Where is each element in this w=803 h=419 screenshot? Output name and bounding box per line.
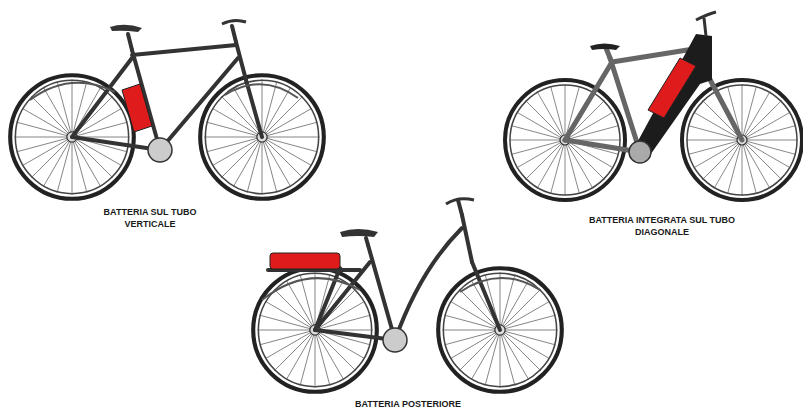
caption-label: BATTERIA POSTERIORE (328, 398, 488, 410)
caption-label: BATTERIA INTEGRATA SUL TUBO DIAGONALE (587, 214, 737, 238)
bike-down-tube-battery (505, 12, 802, 200)
bike-seat-tube-battery (10, 20, 324, 198)
caption-label: BATTERIA SUL TUBO VERTICALE (85, 206, 215, 230)
bike-rear-battery (253, 199, 562, 392)
